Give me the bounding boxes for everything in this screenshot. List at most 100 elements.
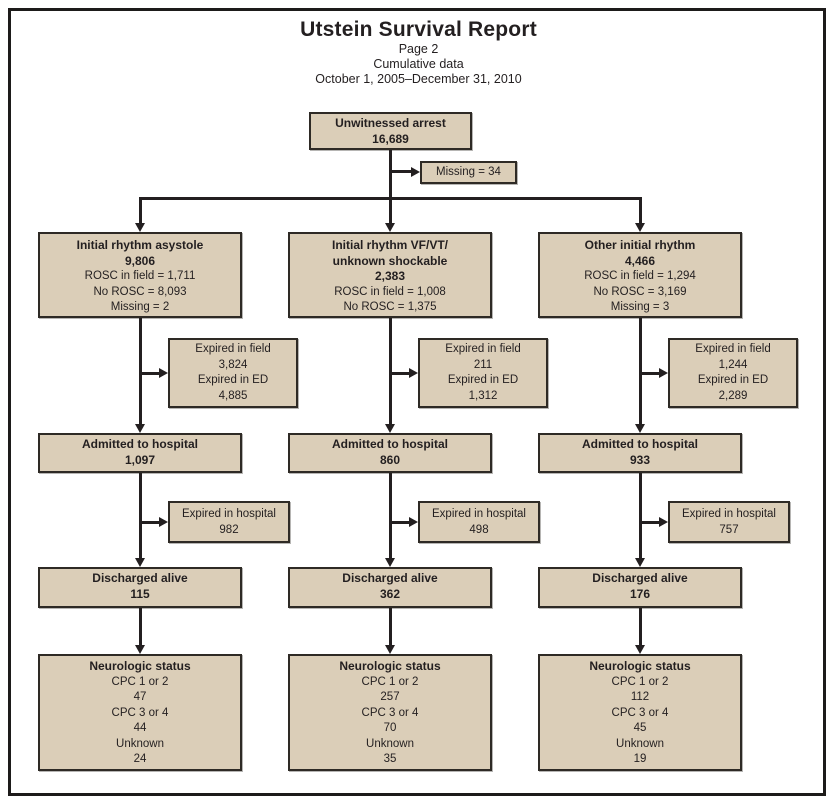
detail-line: ROSC in field = 1,008: [334, 285, 446, 298]
page-number: Page 2: [398, 42, 439, 56]
box-title: Discharged alive: [592, 571, 688, 585]
expired-line: 498: [469, 524, 489, 536]
connector-hline: [390, 169, 411, 173]
connector-hline: [140, 371, 159, 375]
box-value: 860: [379, 452, 401, 467]
expired-line: 757: [719, 524, 739, 536]
page-title: Utstein Survival Report: [300, 18, 537, 41]
expired-line: 2,289: [718, 389, 748, 402]
arrow-right: [411, 167, 420, 177]
admitted-to-hospital-box: Admitted to hospital 860: [288, 433, 492, 473]
expired-hospital-box: Expired in hospital 498: [418, 501, 540, 543]
expired-line: 3,824: [218, 358, 248, 371]
neuro-line: 70: [383, 722, 397, 734]
connector-vline: [388, 150, 392, 223]
neuro-line: CPC 1 or 2: [361, 675, 419, 688]
neuro-line: CPC 1 or 2: [611, 675, 669, 688]
arrow-right: [659, 516, 668, 527]
discharged-alive-box: Discharged alive 362: [288, 567, 492, 608]
arrow-down: [134, 223, 145, 232]
arrow-down: [634, 645, 645, 654]
arrow-down: [134, 424, 145, 433]
arrow-down: [134, 558, 145, 567]
box-value: 16,689: [372, 132, 409, 146]
initial-rhythm-asystole-box: Initial rhythm asystole 9,806 ROSC in fi…: [38, 232, 242, 318]
connector-vline: [388, 318, 392, 424]
expired-line: Expired in ED: [197, 374, 269, 386]
admitted-to-hospital-box: Admitted to hospital 1,097: [38, 433, 242, 473]
detail-line: ROSC in field = 1,294: [584, 270, 696, 282]
neuro-line: 19: [633, 753, 647, 765]
neuro-line: CPC 3 or 4: [111, 706, 169, 719]
connector-vline: [638, 318, 642, 424]
connector-vline: [388, 608, 392, 645]
arrow-down: [634, 424, 645, 433]
missing-label: Missing = 34: [436, 166, 501, 178]
box-value: 362: [379, 586, 401, 601]
neuro-line: 257: [380, 691, 400, 703]
missing-box: Missing = 34: [420, 161, 517, 184]
neuro-line: CPC 3 or 4: [361, 706, 419, 719]
box-title: Neurologic status: [339, 659, 441, 673]
detail-line: No ROSC = 8,093: [93, 285, 187, 298]
neuro-line: CPC 1 or 2: [111, 675, 169, 688]
neuro-line: Unknown: [116, 737, 164, 750]
box-value: 4,466: [624, 253, 656, 268]
neuro-line: Unknown: [366, 737, 414, 750]
expired-line: Expired in field: [195, 343, 271, 355]
expired-field-box: Expired in field 211 Expired in ED 1,312: [418, 338, 548, 408]
box-value: 176: [629, 586, 651, 601]
box-title: Initial rhythm VF/VT/: [331, 238, 448, 252]
connector-hline: [390, 520, 409, 524]
connector-hline: [640, 371, 659, 375]
box-value: 9,806: [124, 253, 156, 268]
detail-line: Missing = 3: [610, 301, 670, 313]
box-title: Admitted to hospital: [582, 437, 698, 451]
connector-vline: [138, 473, 142, 558]
box-title: Unwitnessed arrest: [335, 116, 446, 130]
discharged-alive-box: Discharged alive 176: [538, 567, 742, 608]
discharged-alive-box: Discharged alive 115: [38, 567, 242, 608]
title-block: Utstein Survival Report Page 2 Cumulativ…: [0, 18, 837, 87]
connector-vline: [638, 608, 642, 645]
arrow-right: [659, 367, 668, 378]
other-initial-rhythm-box: Other initial rhythm 4,466 ROSC in field…: [538, 232, 742, 318]
box-title: Other initial rhythm: [584, 238, 696, 252]
initial-rhythm-shockable-box: Initial rhythm VF/VT/ unknown shockable …: [288, 232, 492, 318]
expired-line: 982: [219, 524, 239, 536]
expired-line: 1,244: [718, 358, 748, 371]
date-range: October 1, 2005–December 31, 2010: [315, 72, 522, 86]
expired-line: Expired in ED: [447, 374, 519, 386]
expired-line: 211: [473, 358, 493, 371]
box-value: 115: [130, 586, 150, 601]
detail-line: No ROSC = 1,375: [343, 301, 437, 313]
neurologic-status-box: Neurologic status CPC 1 or 2 257 CPC 3 o…: [288, 654, 492, 771]
neuro-line: CPC 3 or 4: [611, 706, 669, 719]
expired-line: Expired in ED: [697, 374, 769, 386]
connector-vline: [638, 473, 642, 558]
detail-line: Missing = 2: [110, 301, 170, 313]
expired-field-box: Expired in field 1,244 Expired in ED 2,2…: [668, 338, 798, 408]
neurologic-status-box: Neurologic status CPC 1 or 2 112 CPC 3 o…: [538, 654, 742, 771]
expired-line: Expired in hospital: [182, 508, 276, 520]
arrow-right: [159, 516, 168, 527]
box-title: Discharged alive: [342, 571, 438, 585]
expired-line: Expired in field: [695, 343, 771, 355]
arrow-right: [409, 367, 418, 378]
expired-line: 1,312: [468, 389, 498, 402]
expired-line: Expired in hospital: [682, 508, 776, 520]
arrow-down: [384, 223, 395, 232]
expired-line: Expired in hospital: [432, 508, 526, 520]
expired-hospital-box: Expired in hospital 757: [668, 501, 790, 543]
page-subtitle: Cumulative data: [373, 57, 464, 71]
connector-hline: [138, 196, 642, 200]
neuro-line: Unknown: [616, 737, 664, 750]
admitted-to-hospital-box: Admitted to hospital 933: [538, 433, 742, 473]
connector-hline: [390, 371, 409, 375]
box-title: Admitted to hospital: [332, 437, 448, 451]
arrow-right: [409, 516, 418, 527]
box-title: Neurologic status: [89, 659, 191, 673]
expired-line: 4,885: [218, 389, 248, 402]
arrow-down: [384, 558, 395, 567]
box-title: Discharged alive: [92, 571, 188, 585]
